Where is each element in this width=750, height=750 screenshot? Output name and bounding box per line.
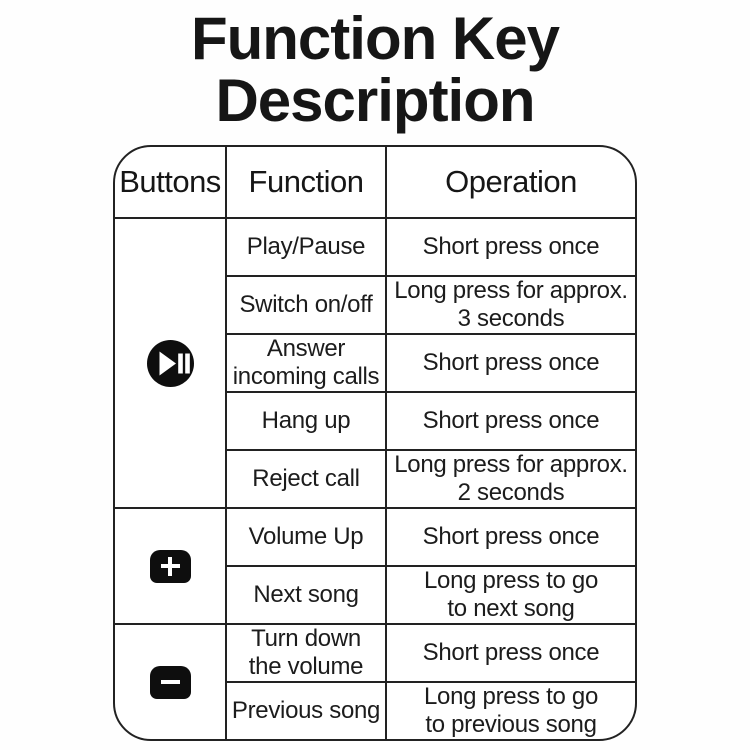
column-header-buttons: Buttons bbox=[119, 164, 221, 200]
minus-icon bbox=[149, 665, 191, 699]
function-cell: Switch on/off bbox=[225, 275, 385, 333]
column-header-function: Function bbox=[225, 147, 385, 217]
operation-cell: Long press for approx. 2 seconds bbox=[385, 449, 635, 507]
function-cell: Hang up bbox=[225, 391, 385, 449]
title-line-1: Function Key bbox=[190, 5, 560, 72]
button-cell-volume-down bbox=[115, 623, 225, 739]
button-cell-volume-up bbox=[115, 507, 225, 623]
function-cell: Volume Up bbox=[225, 507, 385, 565]
operation-cell: Long press for approx. 3 seconds bbox=[385, 275, 635, 333]
title-line-2: Description bbox=[215, 67, 535, 134]
function-cell: Answer incoming calls bbox=[225, 333, 385, 391]
plus-icon bbox=[149, 549, 191, 583]
button-cell-play-pause bbox=[115, 217, 225, 507]
function-key-table: Buttons Function Operation Play/Pause Sh… bbox=[113, 145, 637, 741]
operation-cell: Short press once bbox=[385, 507, 635, 565]
function-cell: Turn down the volume bbox=[225, 623, 385, 681]
operation-cell: Short press once bbox=[385, 333, 635, 391]
operation-cell: Short press once bbox=[385, 391, 635, 449]
play-pause-icon bbox=[146, 339, 194, 387]
operation-cell: Long press to go to previous song bbox=[385, 681, 635, 739]
operation-cell: Short press once bbox=[385, 623, 635, 681]
function-cell: Play/Pause bbox=[225, 217, 385, 275]
function-cell: Previous song bbox=[225, 681, 385, 739]
operation-cell: Short press once bbox=[385, 217, 635, 275]
function-cell: Next song bbox=[225, 565, 385, 623]
function-cell: Reject call bbox=[225, 449, 385, 507]
column-header-operation: Operation bbox=[385, 147, 635, 217]
operation-cell: Long press to go to next song bbox=[385, 565, 635, 623]
